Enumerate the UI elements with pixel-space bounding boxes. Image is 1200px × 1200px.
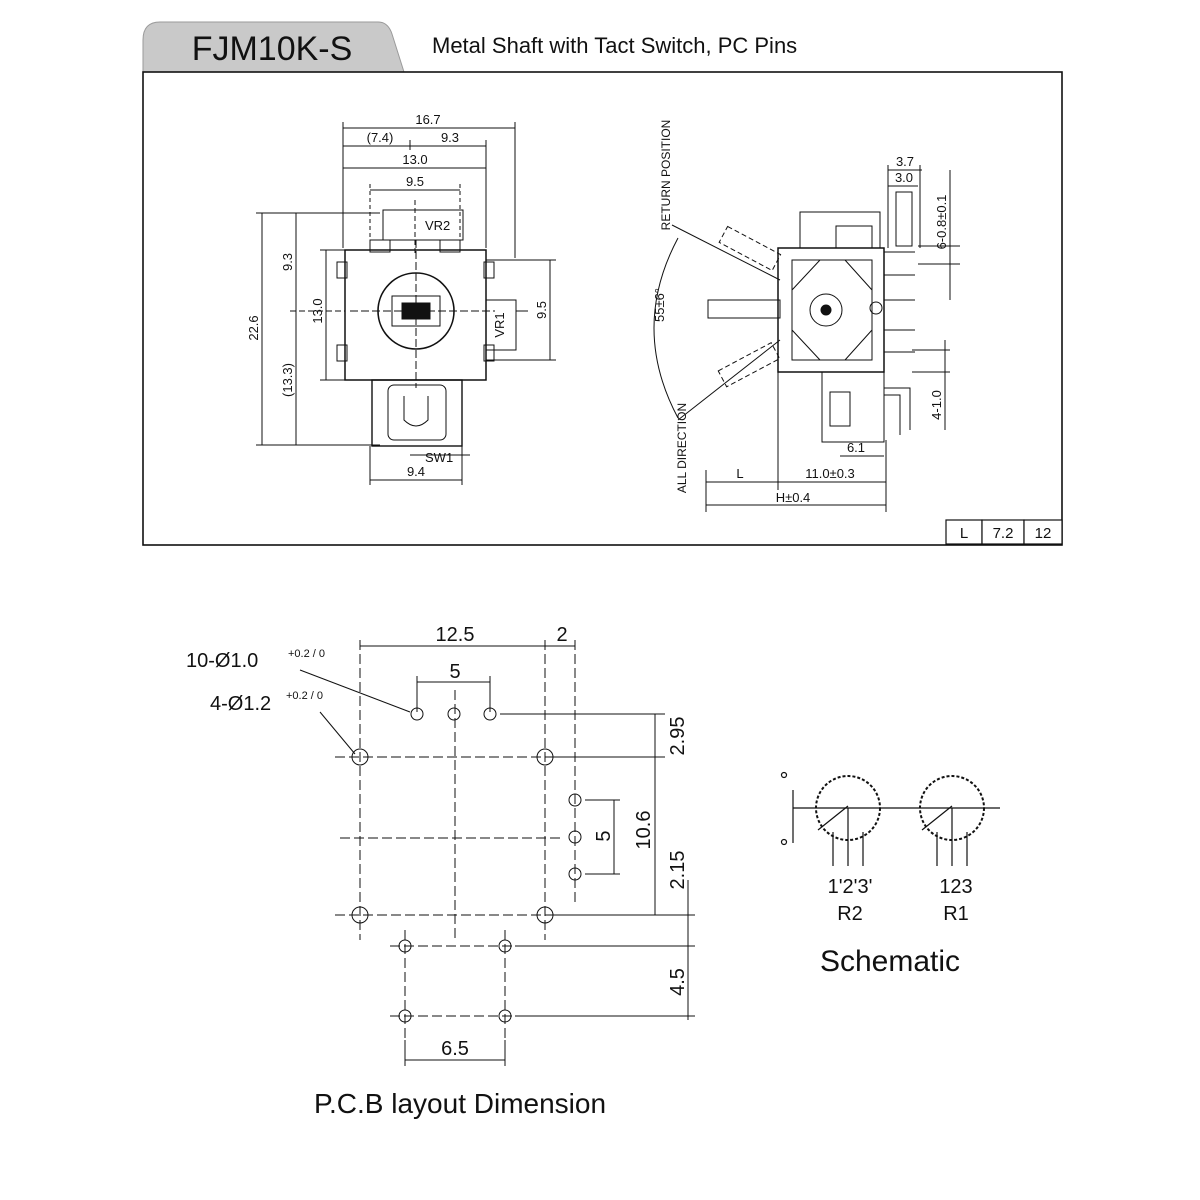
label-r1: R1	[943, 903, 969, 925]
model-number: FJM10K-S	[192, 30, 353, 68]
table-cell-1	[945, 519, 983, 545]
table-cell-text-1: L	[960, 525, 968, 542]
label-vr1: VR1	[492, 312, 507, 337]
front-view-labels: 16.7 (7.4) 9.3 13.0 9.5 VR2 22.6 9.3 (13…	[246, 112, 549, 479]
table-cell-text-3: 12	[1035, 525, 1052, 542]
model-description: Metal Shaft with Tact Switch, PC Pins	[432, 33, 797, 58]
dim-side-pitch: 5	[593, 830, 615, 841]
hole-large-1	[351, 748, 369, 766]
dim-width-total: 16.7	[415, 112, 440, 127]
hole-small-4	[568, 793, 582, 807]
hole-spec-small: 10-Ø1.0	[186, 650, 258, 672]
dim-top-offset: 2.95	[667, 717, 689, 756]
model-tab	[142, 21, 405, 73]
dim-top-inner: 3.0	[895, 170, 913, 185]
side-view	[653, 165, 960, 512]
hole-small-8	[498, 939, 512, 953]
dim-switch-width: 6.1	[847, 440, 865, 455]
dim-left-offset: (7.4)	[367, 130, 394, 145]
hole-spec-small-tol: +0.2 / 0	[288, 648, 325, 660]
dim-mount-pitch-y: 10.6	[633, 811, 655, 850]
hole-large-4	[536, 906, 554, 924]
hole-small-6	[568, 867, 582, 881]
dim-switch-pitch-x: 6.5	[441, 1038, 469, 1060]
header: FJM10K-S Metal Shaft with Tact Switch, P…	[142, 21, 797, 73]
pins-r2: 1'2'3'	[828, 876, 873, 898]
dim-body-height: 13.0	[310, 298, 325, 323]
schematic-title: Schematic	[820, 945, 960, 978]
potentiometer-r2-icon	[815, 775, 881, 866]
label-return-position: RETURN POSITION	[659, 120, 673, 231]
dim-pin-pitch-top: 5	[449, 661, 460, 683]
table-cell-text-2: 7.2	[993, 525, 1014, 542]
hole-spec-large: 4-Ø1.2	[210, 693, 271, 715]
pins-r1: 123	[939, 876, 972, 898]
dim-angle: 55±6°	[652, 288, 667, 322]
dim-offset-x: 2	[556, 624, 567, 646]
side-view-labels: RETURN POSITION ALL DIRECTION 55±6° 3.7 …	[652, 120, 949, 505]
dim-height-total: 22.6	[246, 315, 261, 340]
dim-shaft-l: L	[736, 466, 743, 481]
dim-right-offset: 9.3	[441, 130, 459, 145]
dimension-table: L 7.2 12	[945, 519, 1063, 545]
hole-large-2	[536, 748, 554, 766]
potentiometer-r1-icon	[919, 775, 985, 866]
dim-switch-width: 9.4	[407, 464, 425, 479]
hole-small-1	[410, 707, 424, 721]
label-r2: R2	[837, 903, 863, 925]
dim-mount-pitch-x: 12.5	[436, 624, 475, 646]
dim-lower-height: (13.3)	[280, 363, 295, 397]
pcb-labels: 10-Ø1.0 +0.2 / 0 4-Ø1.2 +0.2 / 0 12.5 2 …	[186, 624, 689, 1119]
hole-small-2	[447, 707, 461, 721]
dim-body-depth: 11.0±0.3	[805, 466, 855, 481]
drawing-frame	[142, 71, 1063, 546]
hole-small-5	[568, 830, 582, 844]
hole-small-7	[398, 939, 412, 953]
hole-small-3	[483, 707, 497, 721]
hole-small-10	[498, 1009, 512, 1023]
schematic-labels: 1'2'3' R2 123 R1 Schematic	[820, 876, 973, 978]
dim-total-h: H±0.4	[776, 490, 811, 505]
schematic	[780, 771, 1000, 866]
hole-spec-large-tol: +0.2 / 0	[286, 690, 323, 702]
front-view	[256, 122, 556, 485]
label-sw1: SW1	[425, 450, 453, 465]
dim-body-width: 13.0	[402, 152, 427, 167]
dim-switch-pitch-y: 4.5	[667, 968, 689, 996]
dim-upper-height: 9.3	[280, 253, 295, 271]
label-vr2: VR2	[425, 218, 450, 233]
pcb-layout	[299, 640, 695, 1066]
dim-switch-pin: 4-1.0	[929, 390, 944, 420]
dim-bottom-offset: 2.15	[667, 851, 689, 890]
dim-side-pitch: 9.5	[534, 301, 549, 319]
pcb-layout-title: P.C.B layout Dimension	[314, 1088, 606, 1119]
label-all-direction: ALL DIRECTION	[675, 403, 689, 493]
dim-pin-length: 6-0.8±0.1	[934, 195, 949, 250]
hole-large-3	[351, 906, 369, 924]
hole-small-9	[398, 1009, 412, 1023]
dim-pin-pitch: 9.5	[406, 174, 424, 189]
dim-top-width: 3.7	[896, 154, 914, 169]
table-cell-3	[1023, 519, 1063, 545]
